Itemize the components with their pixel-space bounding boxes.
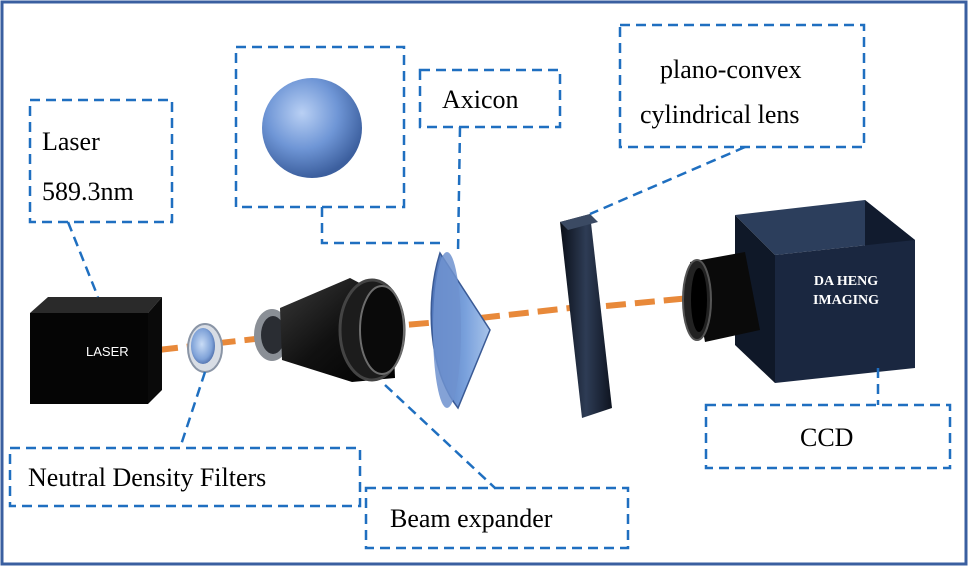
axicon-label-box [418, 68, 562, 129]
laser-device-text: LASER [86, 344, 129, 359]
axicon-element [430, 251, 491, 410]
laser-label-line1: Laser [42, 127, 100, 156]
leader-lines [66, 126, 880, 489]
lens-label-line2: cylindrical lens [640, 100, 800, 129]
camera-brand-line2: IMAGING [813, 293, 879, 308]
neutral-density-filter [187, 323, 223, 373]
ccd-camera: DA HENG IMAGING [682, 200, 915, 383]
nd-filter-label-box [8, 446, 362, 508]
laser-label-line2: 589.3nm [42, 177, 134, 206]
laser-device: LASER [30, 297, 162, 404]
nd-filter-label: Neutral Density Filters [28, 463, 266, 492]
beam-expander [254, 278, 406, 382]
laser-label-box [28, 98, 174, 224]
axicon-label: Axicon [442, 85, 519, 114]
ccd-label-box [704, 403, 952, 470]
beam-expander-label-box [364, 486, 630, 550]
axicon-preview-sphere [262, 78, 362, 178]
axicon-preview-box [234, 45, 406, 209]
beam-expander-label: Beam expander [390, 504, 553, 533]
camera-brand-line1: DA HENG [814, 274, 878, 289]
cylindrical-lens [560, 214, 612, 418]
lens-label-line1: plano-convex [660, 55, 802, 84]
ccd-label: CCD [800, 423, 853, 452]
